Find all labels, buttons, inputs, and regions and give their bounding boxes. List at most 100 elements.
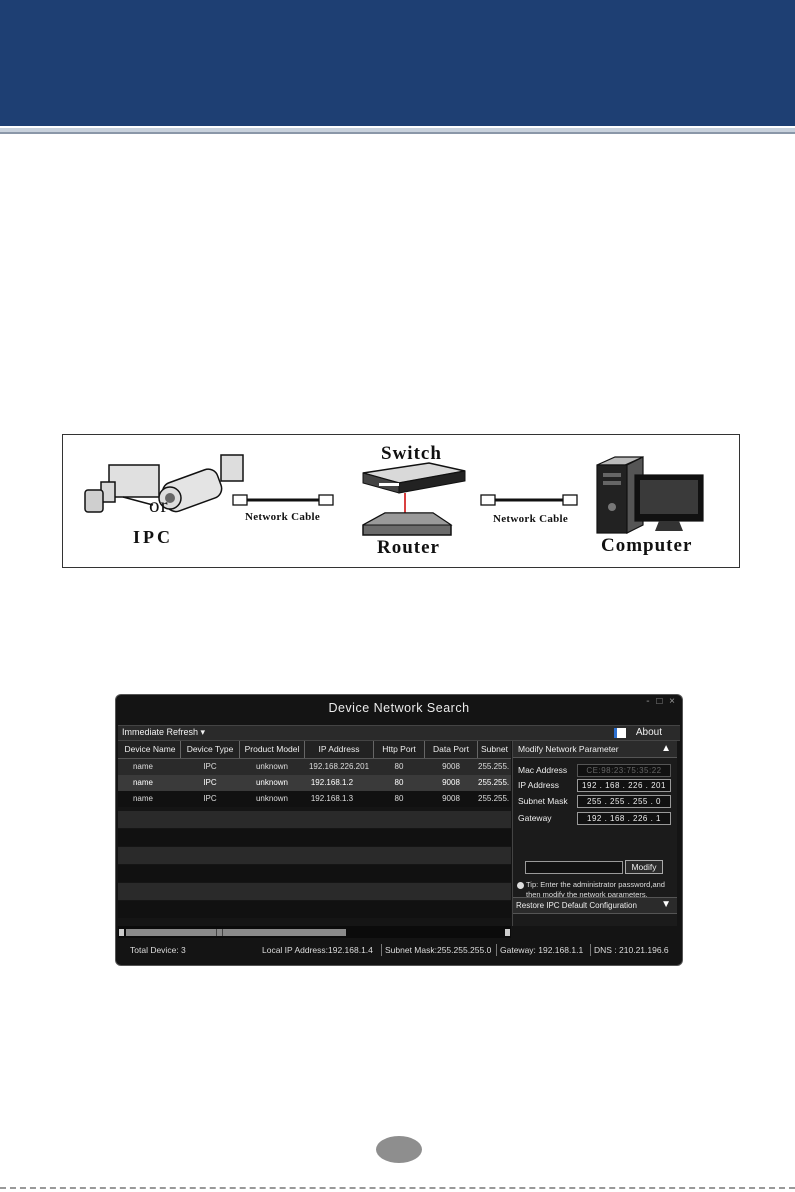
modify-button[interactable]: Modify: [625, 860, 663, 874]
cell-device-name: name: [132, 778, 153, 787]
subnet-mask-label: Subnet Mask: [518, 796, 568, 806]
col-ip-address[interactable]: IP Address: [318, 744, 360, 754]
empty-row: [118, 847, 511, 864]
network-cable-right-label: Network Cable: [493, 513, 569, 525]
mac-address-field: CE:98:23:75:35:22: [577, 764, 671, 777]
mac-address-label: Mac Address: [518, 765, 568, 775]
col-subnet[interactable]: Subnet: [481, 744, 508, 754]
table-header: Device Name Device Type Product Model IP…: [118, 741, 511, 759]
gateway-status: Gateway: 192.168.1.1: [500, 945, 584, 955]
cell-product-model: unknown: [255, 762, 289, 771]
cell-ip-address: 192.168.1.3: [310, 794, 354, 803]
cell-device-name: name: [132, 794, 153, 803]
col-divider[interactable]: [477, 741, 478, 758]
scrollbar-grip-icon[interactable]: [216, 929, 223, 936]
box-camera-icon: [84, 464, 160, 513]
about-button[interactable]: About: [635, 727, 662, 738]
cell-ip-address: 192.168.1.2: [310, 778, 354, 787]
password-input[interactable]: [525, 861, 623, 874]
col-divider[interactable]: [424, 741, 425, 758]
cell-data-port: 9008: [442, 794, 460, 803]
status-divider: [590, 944, 591, 956]
cell-http-port: 80: [394, 794, 404, 803]
switch-label: Switch: [381, 443, 442, 464]
col-product-model[interactable]: Product Model: [244, 744, 300, 754]
or-label: or: [149, 493, 169, 517]
device-table: Device Name Device Type Product Model IP…: [118, 741, 511, 926]
scrollbar-thumb[interactable]: [126, 929, 346, 936]
col-divider[interactable]: [239, 741, 240, 758]
panel-title: Modify Network Parameter: [518, 744, 619, 754]
status-divider: [381, 944, 382, 956]
cell-data-port: 9008: [442, 762, 460, 771]
cell-device-type: IPC: [203, 778, 217, 787]
collapse-triangle-icon[interactable]: ▲: [661, 743, 671, 754]
window-controls[interactable]: - □ ×: [646, 696, 677, 707]
total-device-count: Total Device: 3: [130, 945, 186, 955]
header-rule-shadow: [0, 132, 795, 134]
info-icon: [517, 882, 524, 889]
tip-text: Tip: Enter the administrator password,an…: [526, 880, 665, 899]
status-divider: [496, 944, 497, 956]
col-http-port[interactable]: Http Port: [382, 744, 416, 754]
immediate-refresh-dropdown[interactable]: Immediate Refresh ▾: [122, 727, 206, 737]
scroll-left-arrow-icon[interactable]: [119, 929, 124, 936]
col-divider[interactable]: [373, 741, 374, 758]
table-row[interactable]: name IPC unknown 192.168.1.2 80 9008 255…: [118, 775, 511, 791]
table-row[interactable]: name IPC unknown 192.168.226.201 80 9008…: [118, 759, 511, 775]
gateway-field[interactable]: 192 . 168 . 226 . 1: [577, 812, 671, 825]
scroll-right-arrow-icon[interactable]: [505, 929, 510, 936]
router-icon: [362, 493, 453, 536]
subnet-mask-field[interactable]: 255 . 255 . 255 . 0: [577, 795, 671, 808]
cell-device-type: IPC: [203, 762, 217, 771]
about-icon[interactable]: [614, 728, 626, 738]
cell-subnet: 255.255.: [478, 778, 510, 787]
ip-address-label: IP Address: [518, 780, 559, 790]
network-cable-right-icon: [480, 494, 578, 506]
empty-row: [118, 901, 511, 918]
empty-row: [118, 883, 511, 900]
switch-icon: [362, 462, 466, 494]
cell-http-port: 80: [394, 762, 404, 771]
empty-row: [118, 829, 511, 846]
header-rule: [0, 128, 795, 132]
horizontal-scrollbar[interactable]: [118, 926, 511, 938]
toolbar: Immediate Refresh ▾ About: [118, 725, 680, 741]
router-label: Router: [377, 537, 440, 558]
header-band: [0, 0, 795, 126]
local-ip-address: Local IP Address:192.168.1.4: [262, 945, 373, 955]
window-title: Device Network Search: [328, 701, 470, 715]
col-device-type[interactable]: Device Type: [186, 744, 234, 754]
ipc-label: IPC: [133, 527, 173, 547]
page-number-badge: [376, 1136, 422, 1163]
ip-address-field[interactable]: 192 . 168 . 226 . 201: [577, 779, 671, 792]
gateway-label: Gateway: [518, 813, 552, 823]
restore-default-section[interactable]: Restore IPC Default Configuration ▼: [513, 897, 677, 914]
col-device-name[interactable]: Device Name: [124, 744, 176, 754]
cell-ip-address: 192.168.226.201: [308, 762, 370, 771]
diagram-illustration: [84, 454, 704, 536]
table-row[interactable]: name IPC unknown 192.168.1.3 80 9008 255…: [118, 791, 511, 807]
network-cable-left-label: Network Cable: [245, 511, 321, 523]
cell-data-port: 9008: [442, 778, 460, 787]
empty-row: [118, 811, 511, 828]
monitor-icon: [634, 474, 704, 531]
bullet-camera-icon: [158, 454, 244, 513]
cell-subnet: 255.255.: [478, 762, 510, 771]
empty-row: [118, 865, 511, 882]
cell-product-model: unknown: [255, 794, 289, 803]
col-divider[interactable]: [180, 741, 181, 758]
cell-product-model: unknown: [255, 778, 289, 787]
subnet-mask-status: Subnet Mask:255.255.255.0: [385, 945, 492, 955]
network-cable-left-icon: [232, 494, 334, 506]
restore-default-label: Restore IPC Default Configuration: [516, 901, 637, 910]
panel-header[interactable]: Modify Network Parameter ▲: [513, 741, 677, 758]
cell-http-port: 80: [394, 778, 404, 787]
device-network-search-window: Device Network Search - □ × Immediate Re…: [116, 695, 682, 965]
expand-triangle-icon[interactable]: ▼: [661, 899, 671, 910]
col-data-port[interactable]: Data Port: [433, 744, 469, 754]
status-bar: Total Device: 3 Local IP Address:192.168…: [118, 942, 680, 958]
modify-network-panel: Modify Network Parameter ▲ Mac Address C…: [512, 741, 677, 926]
cell-subnet: 255.255.: [478, 794, 510, 803]
col-divider[interactable]: [304, 741, 305, 758]
